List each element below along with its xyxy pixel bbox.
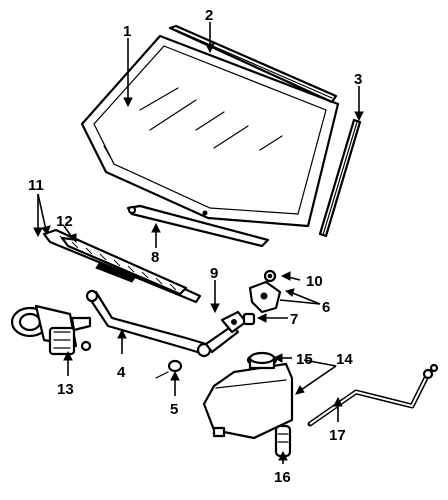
wiper-linkage (85, 289, 240, 358)
callout-2: 2 (205, 7, 213, 24)
callout-8: 8 (151, 249, 159, 266)
windshield-glass (80, 34, 340, 228)
washer-reservoir (202, 362, 294, 440)
callout-5: 5 (170, 401, 178, 418)
callout-12: 12 (56, 213, 73, 230)
callout-1: 1 (123, 23, 131, 40)
nut-10 (263, 269, 277, 283)
wiper-motor (10, 304, 92, 356)
callout-labels: 1 2 3 4 5 6 7 8 9 10 11 12 13 14 15 16 1… (28, 7, 362, 486)
callout-13: 13 (57, 381, 74, 398)
callout-14: 14 (336, 351, 353, 368)
wiper-blade (42, 228, 202, 304)
reservoir-cap (246, 351, 278, 370)
callout-9: 9 (210, 265, 218, 282)
callout-15: 15 (296, 351, 313, 368)
callout-6: 6 (322, 299, 330, 316)
wiper-arm-head (248, 280, 282, 314)
callout-3: 3 (354, 71, 362, 88)
callout-11: 11 (28, 177, 44, 194)
callout-10: 10 (306, 273, 323, 290)
callout-16: 16 (274, 469, 291, 486)
washer-hose (307, 363, 439, 427)
callout-7: 7 (290, 311, 298, 328)
callout-17: 17 (329, 427, 346, 444)
pivot-stud (242, 312, 256, 326)
leader-lines (33, 22, 364, 464)
side-molding (318, 118, 362, 238)
callout-4: 4 (117, 364, 126, 381)
cowl-strip (126, 204, 270, 248)
